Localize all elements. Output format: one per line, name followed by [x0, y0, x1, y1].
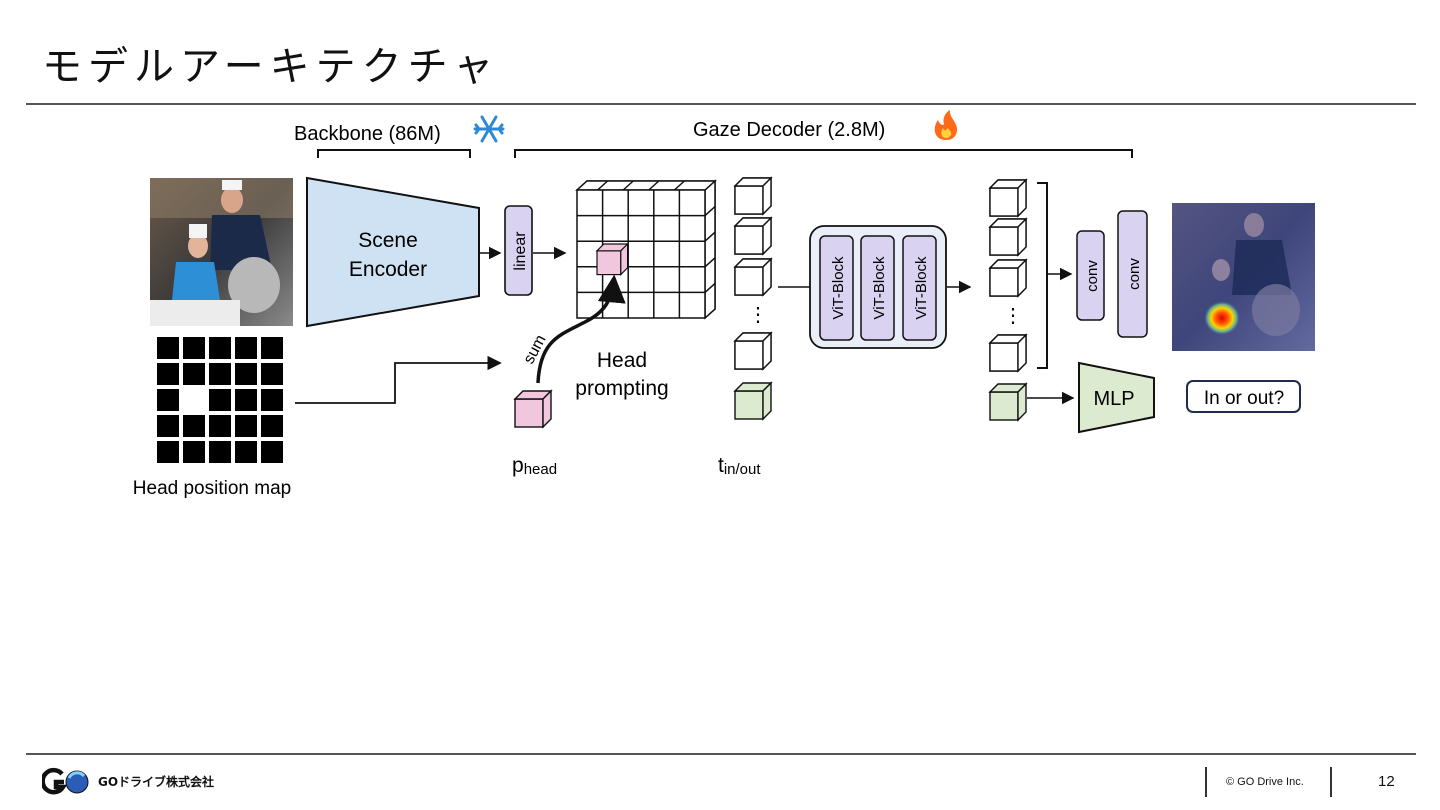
- p-head-label: phead: [512, 454, 557, 478]
- position-map-cell: [235, 363, 257, 385]
- position-map-cell: [157, 441, 179, 463]
- position-map-cell: [261, 415, 283, 437]
- position-map-cell: [183, 337, 205, 359]
- inout-token-cube: [734, 382, 772, 420]
- vit-block: ViT-Block: [819, 235, 854, 341]
- token-cube: [734, 217, 772, 255]
- position-map-cell: [209, 337, 231, 359]
- output-token-cube: [989, 218, 1027, 256]
- token-cube: [734, 177, 772, 215]
- position-map-cell: [209, 389, 231, 411]
- decoder-label: Gaze Decoder (2.8M): [693, 119, 885, 141]
- vit-block: ViT-Block: [902, 235, 937, 341]
- scene-encoder-label-2: Encoder: [349, 258, 427, 281]
- slide-title: モデルアーキテクチャ: [42, 44, 500, 90]
- decoder-bracket: [514, 149, 1133, 158]
- conv-label-1: conv: [1084, 260, 1101, 292]
- conv-box-1: [1076, 230, 1105, 321]
- position-map-cell: [235, 337, 257, 359]
- fire-icon: [934, 110, 958, 140]
- position-map-cell: [209, 363, 231, 385]
- scene-encoder-box: [306, 176, 480, 328]
- output-token-cube: [989, 259, 1027, 297]
- backbone-bracket: [317, 149, 471, 158]
- position-map-cell: [209, 415, 231, 437]
- go-logo-icon: [42, 767, 89, 795]
- position-map-cell: [157, 337, 179, 359]
- head-prompting-label-2: prompting: [575, 377, 668, 400]
- svg-text:ViT-Block: ViT-Block: [830, 256, 847, 320]
- conv-box-2: [1117, 210, 1148, 338]
- svg-text:ViT-Block: ViT-Block: [871, 256, 888, 320]
- head-token-in-grid: [596, 243, 629, 276]
- in-or-out-label: In or out?: [1204, 388, 1284, 409]
- footer-separator: [1330, 767, 1332, 797]
- output-tokens-bracket: [1037, 182, 1048, 369]
- svg-text:ViT-Block: ViT-Block: [913, 256, 930, 320]
- head-prompting-label-1: Head: [597, 349, 647, 372]
- token-cube: [734, 332, 772, 370]
- mlp-box: [1078, 361, 1155, 434]
- company-name: GOドライブ株式会社: [98, 775, 215, 789]
- position-map-cell: [183, 389, 205, 411]
- position-map-cell: [157, 389, 179, 411]
- output-token-cube: [989, 334, 1027, 372]
- position-map-cell: [261, 363, 283, 385]
- linear-label: linear: [512, 231, 529, 271]
- sum-arrow: [536, 274, 626, 384]
- t-inout-label: tin/out: [718, 454, 761, 478]
- position-map-cell: [235, 389, 257, 411]
- copyright-text: © GO Drive Inc.: [1226, 776, 1304, 788]
- output-heatmap-image: [1172, 203, 1315, 351]
- head-position-map-label: Head position map: [133, 478, 291, 499]
- position-map-cell: [235, 441, 257, 463]
- token-cube: [734, 258, 772, 296]
- page-number: 12: [1378, 773, 1395, 790]
- mlp-label: MLP: [1093, 388, 1134, 410]
- position-map-arrow: [295, 355, 502, 404]
- position-map-cell: [235, 415, 257, 437]
- position-map-cell: [157, 415, 179, 437]
- position-map-cell: [183, 441, 205, 463]
- position-map-cell: [183, 363, 205, 385]
- position-map-cell: [261, 337, 283, 359]
- position-map-cell: [261, 441, 283, 463]
- title-divider: [26, 103, 1416, 105]
- token-ellipsis: ⋮: [748, 304, 768, 326]
- footer-separator: [1205, 767, 1207, 797]
- feature-grid: [575, 179, 717, 320]
- input-scene-image: [150, 178, 293, 326]
- output-token-ellipsis: ⋮: [1003, 305, 1023, 327]
- position-map-cell: [261, 389, 283, 411]
- in-or-out-box: [1186, 380, 1301, 413]
- footer-divider: [26, 753, 1416, 755]
- conv-label-2: conv: [1126, 258, 1143, 290]
- output-token-cube: [989, 179, 1027, 217]
- output-inout-cube: [989, 383, 1027, 421]
- vit-block: ViT-Block: [860, 235, 895, 341]
- snowflake-icon: [473, 115, 505, 143]
- position-map-cell: [183, 415, 205, 437]
- p-head-token: [514, 390, 552, 428]
- head-position-map: [157, 337, 283, 463]
- backbone-label: Backbone (86M): [294, 123, 441, 145]
- scene-encoder-label-1: Scene: [358, 229, 418, 252]
- linear-box: [504, 205, 533, 296]
- position-map-cell: [209, 441, 231, 463]
- position-map-cell: [157, 363, 179, 385]
